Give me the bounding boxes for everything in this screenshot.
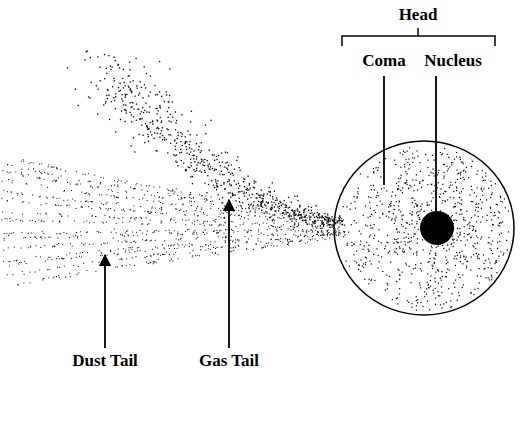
dust-tail-label: Dust Tail bbox=[70, 352, 140, 371]
coma-label: Coma bbox=[360, 52, 407, 71]
coma-outline bbox=[334, 141, 514, 315]
head-bracket bbox=[342, 28, 495, 46]
nucleus-body bbox=[420, 211, 454, 245]
leader-line bbox=[383, 76, 385, 185]
head-label: Head bbox=[397, 6, 440, 25]
leader-line bbox=[435, 76, 437, 216]
leader-arrow bbox=[104, 255, 106, 348]
leader-arrow bbox=[228, 200, 230, 348]
gas-tail-label: Gas Tail bbox=[197, 352, 261, 371]
comet-dots bbox=[1, 50, 509, 310]
nucleus-label: Nucleus bbox=[422, 52, 484, 71]
